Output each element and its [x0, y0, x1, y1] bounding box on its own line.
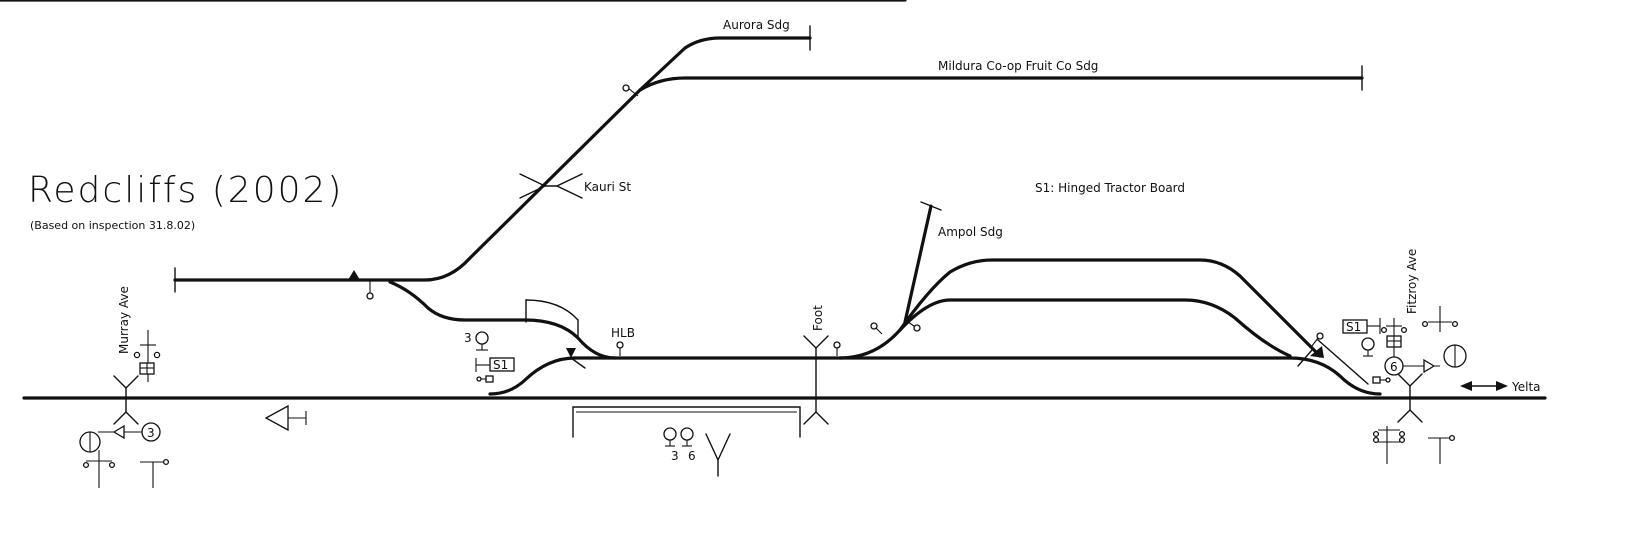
east-lower-light-a1: [1372, 430, 1380, 438]
hlb-label: HLB: [611, 326, 635, 340]
fitzroy-t-light-b: [1451, 320, 1459, 328]
ampol-lever-knob-a: [870, 322, 878, 330]
fitzroy-light-left: [1380, 326, 1388, 334]
diagram-subtitle: (Based on inspection 31.8.02): [30, 219, 195, 232]
east-disc: [1361, 337, 1375, 351]
west-derail-knob: [476, 376, 482, 382]
murray-ave-label: Murray Ave: [117, 286, 131, 354]
yelta-arrow-right: [1496, 381, 1508, 391]
fitzroy-crossing-top: [1397, 373, 1423, 387]
tractor-board-note: S1: Hinged Tractor Board: [1035, 181, 1185, 195]
foot-crossing-bottom: [803, 411, 829, 425]
lever-3b-number: 3: [147, 426, 155, 440]
ampol-siding-label: Ampol Sdg: [938, 225, 1003, 239]
s1-left-label: S1: [493, 358, 508, 372]
ampol-yard-track-upper: [898, 258, 1322, 358]
point-lever-knob: [366, 292, 374, 300]
yelta-arrow-left: [1460, 381, 1472, 391]
fitzroy-ave-label: Fitzroy Ave: [1405, 249, 1419, 314]
east-lower-light-a2: [1398, 430, 1406, 438]
kauri-st-label: Kauri St: [584, 180, 631, 194]
east-catch-stem: [1311, 337, 1319, 347]
disc-6: [680, 427, 694, 441]
east-derail-box: [1372, 376, 1381, 384]
lever-6-triangle: [1423, 358, 1436, 374]
murray-crossing-bottom: [113, 411, 139, 425]
loop-east-connection: [1288, 356, 1382, 396]
diagram-title: Redcliffs (2002): [28, 170, 343, 211]
ampol-buffer: [920, 201, 942, 211]
aurora-point-lever-stem: [627, 87, 639, 97]
kauri-crossing-right: [555, 173, 583, 199]
west-catchpoint-bar: [570, 357, 586, 369]
direction-arrow-icon: [264, 404, 289, 432]
east-catchpoint-bar: [1297, 349, 1313, 367]
aurora-point-lever-knob: [622, 84, 630, 92]
ampol-lever-stem-a: [875, 327, 883, 335]
tractor-board-arc: [525, 299, 579, 321]
ampol-siding-spur: [903, 204, 933, 324]
foot-crossing-top: [803, 335, 829, 349]
fitzroy-light-right: [1400, 326, 1408, 334]
disc-3: [663, 427, 677, 441]
east-lower-light-b: [1448, 434, 1456, 442]
disc-6-number: 6: [688, 449, 696, 463]
ampol-lever-stem-b: [907, 321, 915, 327]
west-catchpoint-triangle: [566, 348, 576, 358]
s1-left-board: [489, 357, 515, 372]
murray-bell-light-b: [108, 461, 116, 469]
murray-light-left: [133, 351, 141, 359]
hlb-lever-knob: [616, 341, 624, 349]
murray-light-right: [153, 351, 161, 359]
foot-lever-knob: [833, 341, 841, 349]
murray-crossing-top: [113, 375, 139, 389]
west-derail-box: [485, 375, 494, 383]
lever-3-disc: [475, 331, 489, 345]
mildura-siding-track: [638, 76, 1364, 92]
murray-t-light: [162, 458, 170, 466]
disc-3-number: 3: [671, 449, 679, 463]
ampol-yard-track-lower: [838, 298, 1292, 360]
foot-label: Foot: [811, 305, 825, 331]
platform-outline: [572, 406, 801, 438]
east-lower-light-a3: [1372, 436, 1380, 444]
ampol-lever-knob-b: [913, 324, 921, 332]
siding-approach-track: [173, 88, 642, 282]
fitzroy-t-light-a: [1421, 320, 1429, 328]
yelta-label: Yelta: [1511, 380, 1541, 394]
loop-branch-track: [388, 280, 617, 360]
lever-3b-triangle: [112, 424, 125, 440]
aurora-siding-label: Aurora Sdg: [723, 18, 790, 32]
murray-bell-light-a: [82, 461, 90, 469]
east-lower-light-a4: [1398, 436, 1406, 444]
tractor-board-east: [1317, 339, 1369, 385]
antenna-icon: [705, 433, 731, 462]
east-catch-knob: [1316, 332, 1324, 340]
lever-3b-disc: [141, 422, 161, 442]
s1-right-label: S1: [1346, 320, 1361, 334]
mildura-siding-label: Mildura Co-op Fruit Co Sdg: [938, 59, 1098, 73]
lever-3-number: 3: [464, 331, 472, 345]
point-indicator-triangle: [348, 270, 360, 280]
aurora-siding-track: [638, 36, 812, 92]
loop-west-connection: [488, 356, 577, 396]
fitzroy-crossing-bottom: [1397, 409, 1423, 423]
east-derail-knob: [1385, 377, 1391, 383]
lever-6-number: 6: [1390, 360, 1398, 374]
east-catchpoint-triangle: [1310, 346, 1324, 358]
